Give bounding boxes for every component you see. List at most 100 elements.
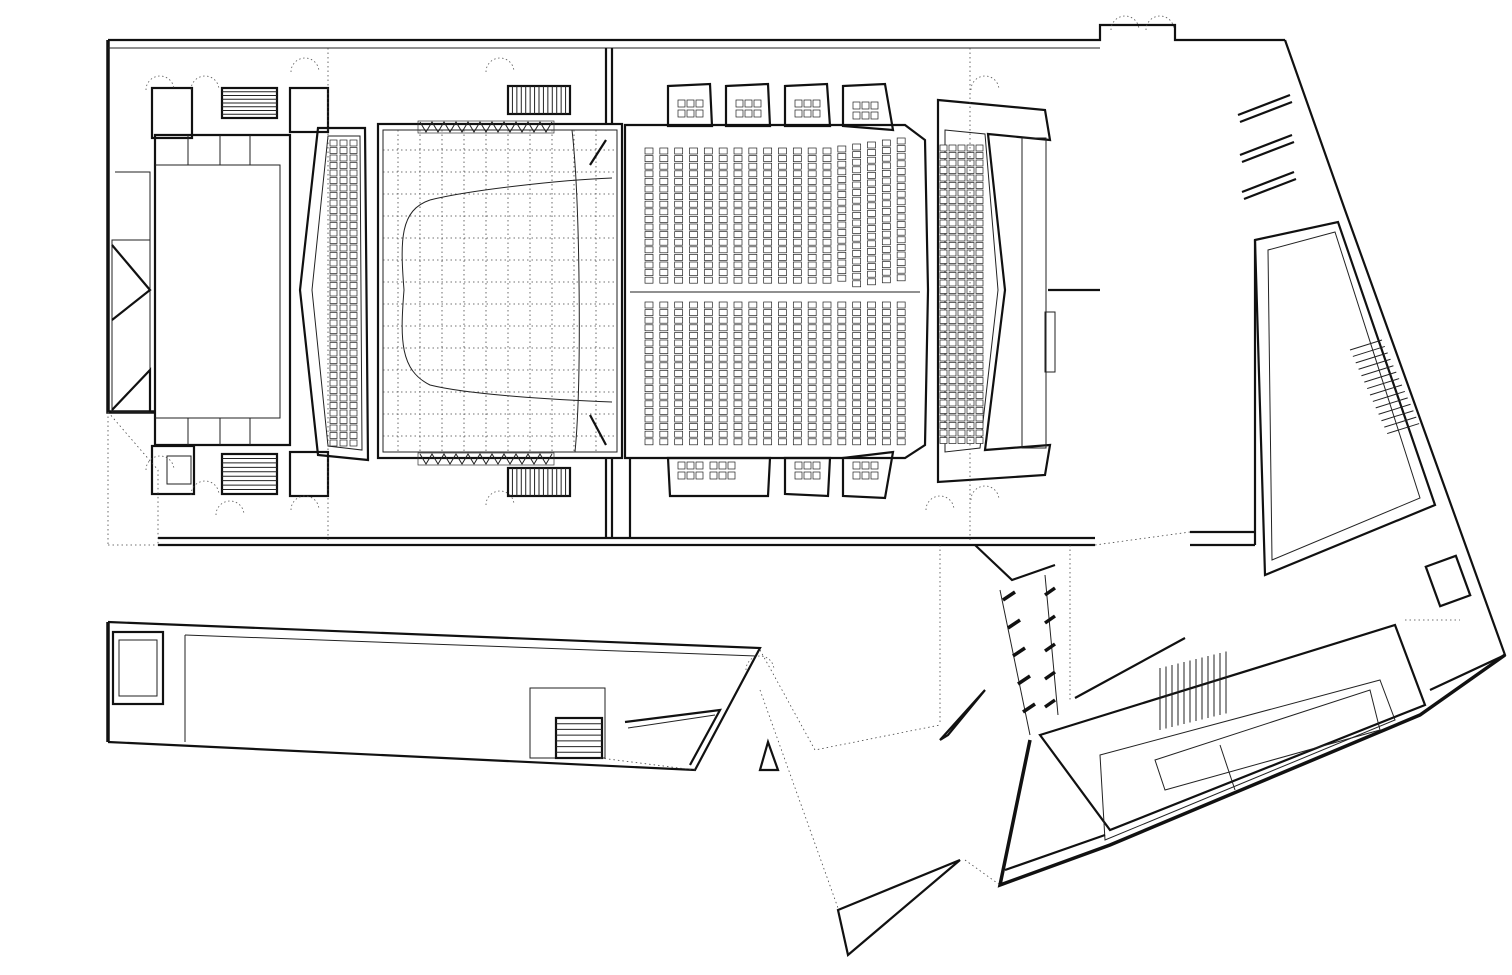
seat (881, 370, 891, 377)
seat (939, 272, 948, 279)
seat (339, 222, 348, 229)
seat (689, 324, 698, 332)
seat (748, 216, 758, 223)
seat (966, 414, 975, 422)
seat (939, 339, 948, 347)
seat (867, 240, 876, 248)
seat (748, 438, 758, 446)
seat (896, 347, 906, 354)
seat (703, 155, 713, 162)
seat (966, 279, 975, 287)
seat (329, 342, 338, 349)
seat (733, 147, 743, 155)
seat (948, 242, 957, 249)
seat (674, 332, 684, 339)
seat (957, 294, 966, 302)
seat (939, 212, 948, 219)
seat (966, 429, 975, 437)
seat (718, 385, 728, 392)
seat (733, 261, 743, 269)
seat (718, 316, 728, 324)
seat (957, 279, 966, 287)
seat (948, 204, 957, 212)
seat (349, 349, 358, 357)
seat (644, 155, 654, 162)
seat (867, 156, 876, 164)
seat (966, 302, 975, 309)
seat (975, 152, 984, 159)
seat (329, 199, 338, 207)
seat (966, 152, 975, 159)
seat (822, 415, 832, 423)
seat (867, 438, 876, 446)
seat (881, 362, 891, 370)
seat (644, 208, 654, 216)
seat (939, 159, 948, 167)
seat (689, 178, 698, 185)
seat (763, 231, 773, 238)
seat (966, 362, 975, 369)
seat (975, 204, 984, 212)
seat (778, 370, 787, 377)
seat (822, 162, 832, 170)
seat (881, 170, 891, 177)
seat (837, 385, 847, 392)
seat (659, 276, 669, 284)
seat (881, 415, 891, 423)
seat (966, 182, 975, 189)
seat (807, 246, 817, 254)
seat (339, 289, 348, 297)
seat (792, 408, 802, 415)
seat (881, 339, 891, 347)
seat (689, 408, 698, 415)
seat (748, 430, 758, 438)
seat (852, 257, 862, 265)
seat (939, 369, 948, 377)
seat (349, 177, 358, 184)
seat (957, 159, 966, 167)
seat (948, 257, 957, 264)
seat (689, 430, 698, 438)
seat (867, 415, 876, 423)
seat (674, 370, 684, 377)
seat (957, 302, 966, 309)
door-swing (145, 75, 175, 91)
seat (807, 408, 817, 415)
seat (896, 152, 906, 160)
seat (763, 377, 773, 385)
seat (852, 400, 862, 408)
seat (966, 294, 975, 302)
seat (674, 200, 684, 208)
seat (807, 231, 817, 238)
seat (881, 200, 891, 208)
seat (349, 334, 358, 342)
seat (948, 354, 957, 362)
seat (939, 309, 948, 317)
seat (718, 408, 728, 415)
seat (896, 415, 906, 423)
seat (948, 369, 957, 377)
seat (852, 166, 862, 174)
stair-tread (1378, 403, 1411, 415)
seat (867, 255, 876, 263)
box-seat (718, 461, 727, 470)
seat (349, 267, 358, 274)
seat (644, 324, 654, 332)
seat (763, 185, 773, 193)
seat (644, 408, 654, 415)
seat (948, 197, 957, 204)
seat (939, 227, 948, 234)
seat (763, 316, 773, 324)
seat (659, 178, 669, 185)
seat (852, 316, 862, 324)
seat (644, 147, 654, 155)
seat (778, 423, 787, 430)
seat (792, 362, 802, 370)
seat (718, 309, 728, 316)
seat (778, 246, 787, 254)
seat (867, 385, 876, 392)
seat (674, 193, 684, 200)
seat (807, 301, 817, 309)
seat (349, 199, 358, 207)
acoustic-frame (417, 452, 555, 466)
